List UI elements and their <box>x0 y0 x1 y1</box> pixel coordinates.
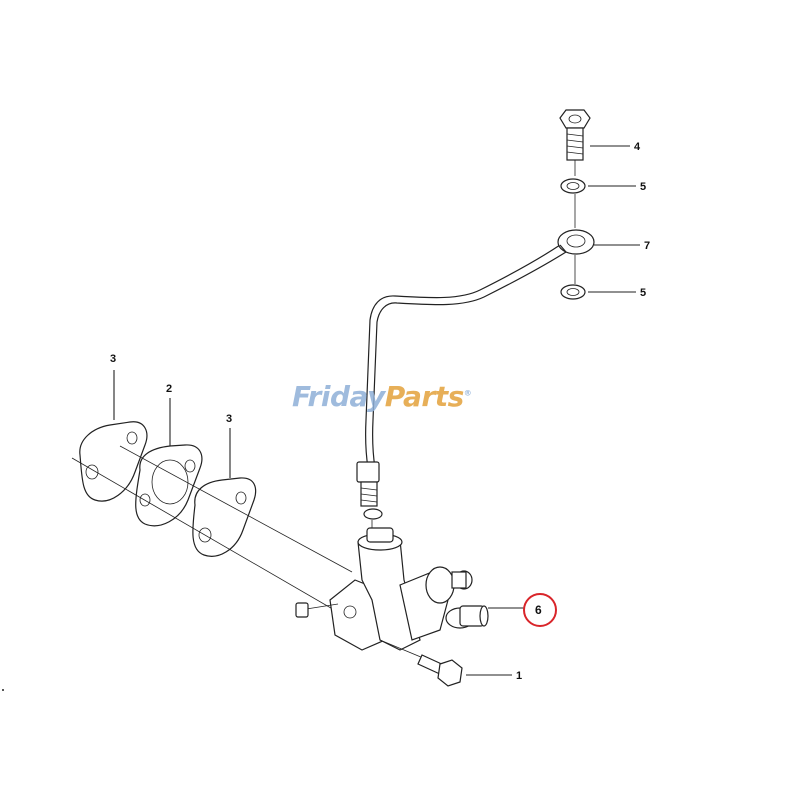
sealing-washer-lower <box>560 284 586 300</box>
brand-watermark: FridayParts® <box>292 380 472 413</box>
banjo-fitting <box>557 229 595 255</box>
watermark-registered: ® <box>463 388 472 398</box>
callout-6: 6 <box>535 603 542 617</box>
callout-1: 1 <box>516 670 522 682</box>
gasket-middle <box>135 444 203 527</box>
callout-2: 2 <box>166 383 172 395</box>
stray-mark <box>2 689 4 691</box>
gasket-inner <box>192 477 257 557</box>
callout-7: 7 <box>644 240 650 252</box>
callout-4: 4 <box>634 141 641 153</box>
gasket-outer <box>79 421 148 502</box>
callout-3-left: 3 <box>110 353 116 365</box>
pipe-nut <box>356 461 383 534</box>
watermark-brand-part1: Friday <box>292 380 385 413</box>
leader-lines <box>113 145 640 676</box>
watermark-brand-part2: Parts <box>384 380 464 413</box>
callout-5-lower: 5 <box>640 287 646 299</box>
callout-5-upper: 5 <box>640 181 646 193</box>
sealing-washer-upper <box>560 178 586 194</box>
callout-3-right: 3 <box>226 413 232 425</box>
fuel-line <box>365 244 567 469</box>
mounting-bolt <box>379 639 463 687</box>
highlight-circle <box>523 593 557 627</box>
banjo-bolt <box>559 109 591 176</box>
fuel-pump <box>295 527 489 651</box>
